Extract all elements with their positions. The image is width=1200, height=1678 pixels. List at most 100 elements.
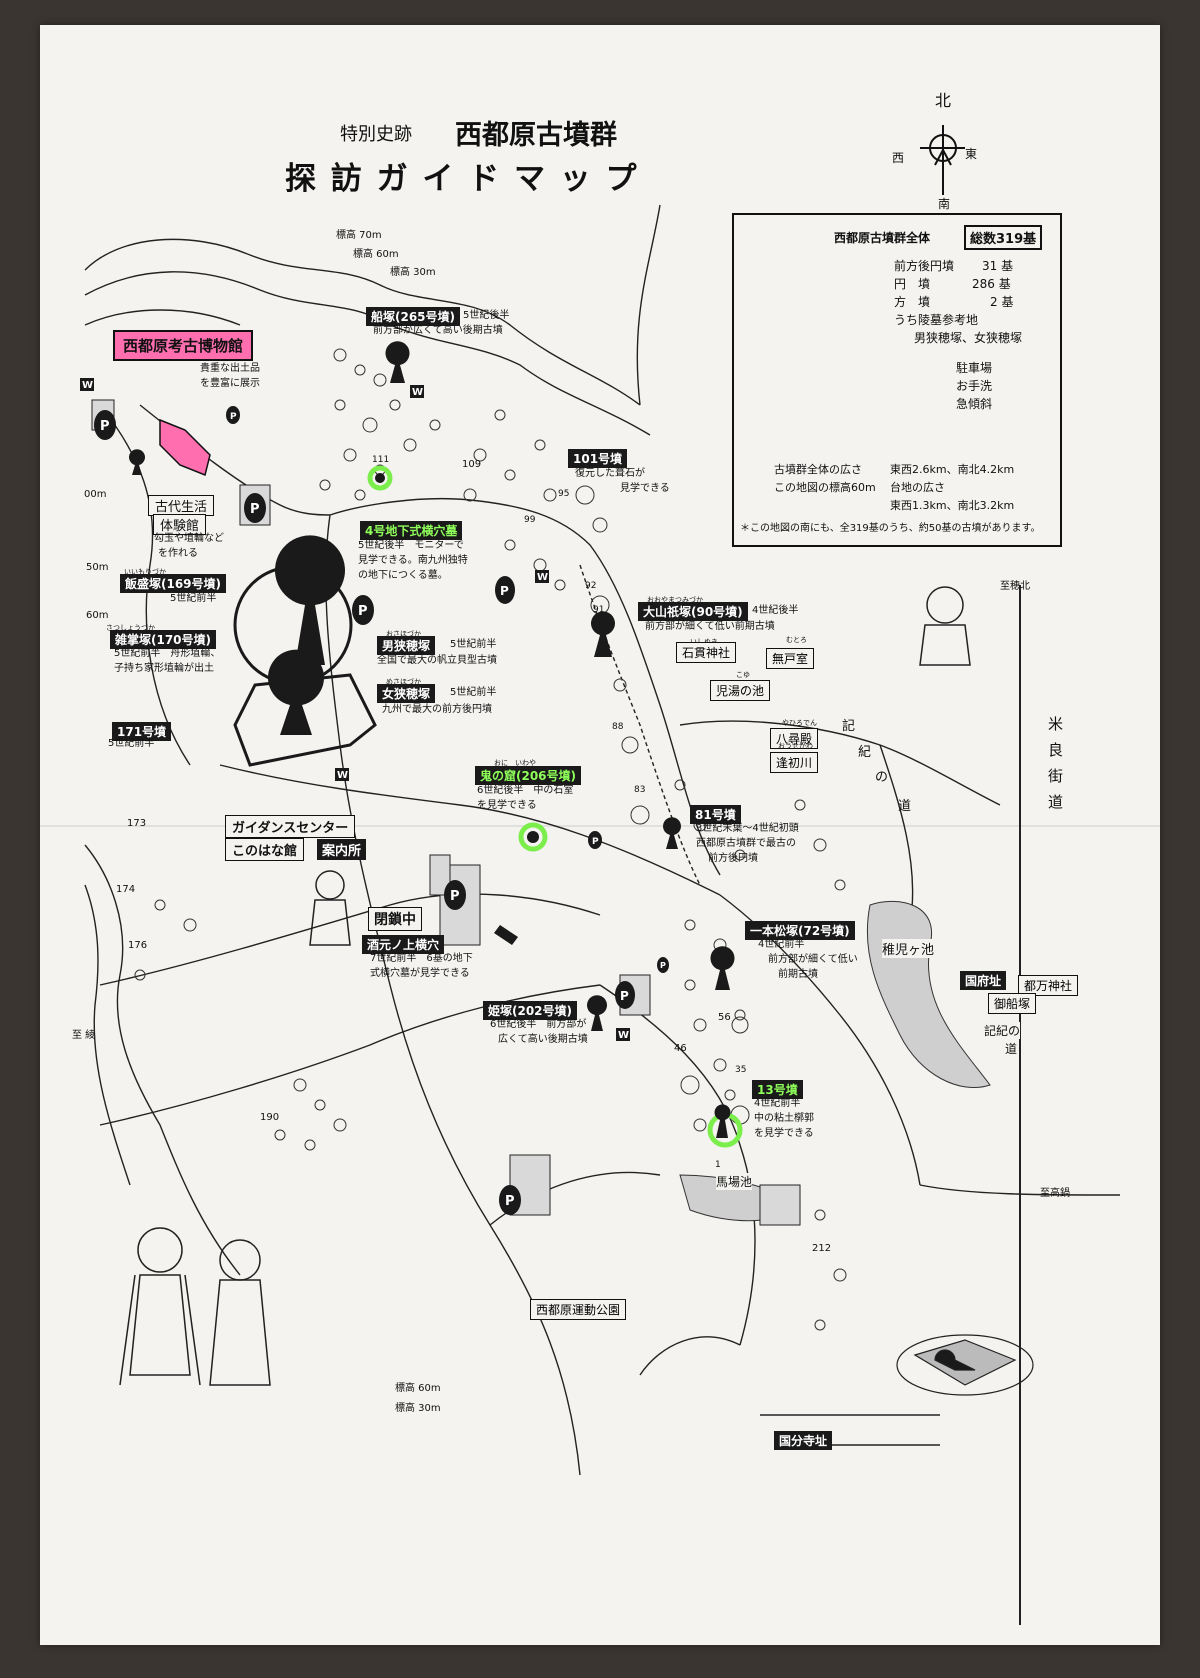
sesaku-label[interactable]: 雑掌塚(170号墳) bbox=[110, 630, 217, 649]
legend-type-3: 方 墳 bbox=[894, 295, 931, 309]
legend-heading: 西都原古墳群全体 bbox=[834, 231, 931, 245]
yahirodono[interactable]: 八尋殿 bbox=[770, 728, 819, 749]
map-sheet: P P P P P P P P P P W W W W W bbox=[40, 25, 1160, 1645]
num-1: 1 bbox=[715, 1160, 721, 1170]
babaike: 馬場池 bbox=[716, 1173, 753, 1190]
svg-text:P: P bbox=[592, 837, 599, 847]
mound-81-desc-3: 前方後円墳 bbox=[708, 853, 758, 864]
kiki-road-3: の bbox=[875, 770, 889, 785]
mutoshitsu-ruby: むとろ bbox=[786, 636, 807, 644]
num-99: 99 bbox=[524, 515, 536, 525]
num-111: 111 bbox=[372, 455, 390, 465]
chigogaike: 稚児ヶ池 bbox=[882, 939, 935, 958]
ipponmatsu-era: 4世紀前半 bbox=[758, 939, 805, 950]
sakamoto-label[interactable]: 酒元ノ上横穴 bbox=[362, 935, 445, 954]
mound-101-label[interactable]: 101号墳 bbox=[568, 449, 628, 468]
kiki-road-1: 記 bbox=[842, 719, 856, 734]
konoike[interactable]: 児湯の池 bbox=[710, 680, 771, 701]
mesaho-era: 5世紀前半 bbox=[450, 687, 497, 698]
ipponmatsu-label[interactable]: 一本松塚(72号墳) bbox=[745, 921, 855, 940]
legend-count-1: 31 基 bbox=[982, 259, 1014, 273]
ipponmatsu-desc-2: 前期古墳 bbox=[778, 969, 818, 980]
oninoiwaya-label[interactable]: 鬼の窟(206号墳) bbox=[475, 766, 582, 785]
kiki-road-south-1: 記紀の bbox=[984, 1022, 1021, 1039]
oyamatsumi-era: 4世紀後半 bbox=[752, 605, 799, 616]
legend-count-3: 2 基 bbox=[990, 295, 1014, 309]
museum-label[interactable]: 西都原考古博物館 bbox=[113, 330, 254, 361]
kiki-road-south-2: 道 bbox=[1005, 1040, 1018, 1057]
tomb-4-desc-3: の地下につくる墓。 bbox=[358, 570, 448, 581]
kodai-line-1[interactable]: 古代生活 bbox=[148, 495, 215, 516]
tomb-4-desc-2: 見学できる。南九州独特 bbox=[358, 555, 468, 566]
legend-ryobo-names: 男狭穂塚、女狭穂塚 bbox=[914, 331, 1023, 345]
mifunezuka[interactable]: 御船塚 bbox=[988, 993, 1037, 1014]
svg-text:P: P bbox=[620, 989, 629, 1003]
mera-road-1: 米 bbox=[1048, 715, 1064, 733]
svg-text:P: P bbox=[505, 1194, 515, 1209]
himezuka-label[interactable]: 姫塚(202号墳) bbox=[483, 1001, 578, 1020]
mound-13-label[interactable]: 13号墳 bbox=[752, 1080, 803, 1099]
museum-desc-2: を豊富に展示 bbox=[200, 378, 260, 389]
mound-81-label[interactable]: 81号墳 bbox=[690, 805, 741, 824]
map-subtitle: 探 訪 ガ イ ド マ ッ プ bbox=[285, 161, 639, 197]
legend-elev-sub: 台地の広さ bbox=[890, 481, 945, 494]
map-title: 西都原古墳群 bbox=[455, 120, 617, 151]
num-95: 95 bbox=[558, 489, 570, 499]
legend-type-2: 円 墳 bbox=[894, 277, 931, 291]
undo-koen[interactable]: 西都原運動公園 bbox=[530, 1299, 627, 1320]
yahirodono-ruby: やひろでん bbox=[782, 719, 817, 727]
elev-60: 標高 60m bbox=[353, 249, 399, 260]
mound-13-desc-1: 4世紀前半 bbox=[754, 1098, 801, 1109]
paper-fold bbox=[40, 825, 1160, 827]
mesaho-label[interactable]: 女狭穂塚 bbox=[377, 684, 436, 703]
left-edge-b: 50m bbox=[86, 562, 109, 573]
kodai-line-2[interactable]: 体験館 bbox=[153, 514, 207, 535]
svg-text:W: W bbox=[618, 1030, 629, 1041]
num-212: 212 bbox=[812, 1243, 832, 1254]
num-35: 35 bbox=[735, 1065, 747, 1075]
kokufu-site[interactable]: 国府址 bbox=[960, 971, 1007, 990]
mesaho-desc: 九州で最大の前方後円墳 bbox=[382, 704, 492, 715]
guidance-line-1[interactable]: ガイダンスセンター bbox=[225, 815, 356, 838]
guidance-info-desk[interactable]: 案内所 bbox=[317, 839, 367, 860]
mound-81-desc-2: 西都原古墳群で最古の bbox=[696, 838, 796, 849]
kodai-desc-2: を作れる bbox=[158, 548, 198, 559]
mera-road-2: 良 bbox=[1048, 741, 1064, 759]
oninoiwaya-ruby: おに いわや bbox=[494, 759, 536, 767]
tomb-4-desc-1: 5世紀後半 モニターで bbox=[358, 540, 464, 551]
svg-text:P: P bbox=[250, 502, 260, 517]
tomb-4-label[interactable]: 4号地下式横穴墓 bbox=[360, 521, 463, 540]
pretitle: 特別史跡 bbox=[340, 124, 412, 145]
legend-note: ＊この地図の南にも、全319基のうち、約50基の古墳があります。 bbox=[740, 523, 1041, 534]
osegawa[interactable]: 逢初川 bbox=[770, 752, 819, 773]
elev-30: 標高 30m bbox=[390, 267, 436, 278]
num-92: 92 bbox=[585, 581, 597, 591]
ishinuki-shrine[interactable]: 石貫神社 bbox=[676, 642, 737, 663]
legend-elev-value: 東西1.3km、南北3.2km bbox=[890, 499, 1015, 512]
funazuka-label[interactable]: 船塚(265号墳) bbox=[366, 307, 461, 326]
osegawa-ruby: おうせがわ bbox=[778, 742, 813, 750]
oyamatsumi-label[interactable]: 大山祇塚(90号墳) bbox=[638, 602, 748, 621]
svg-text:W: W bbox=[412, 387, 423, 398]
iimorizuka-label[interactable]: 飯盛塚(169号墳) bbox=[120, 574, 227, 593]
sesaku-ruby: さつしょうづか bbox=[106, 624, 155, 632]
to-aya: 至 綾 bbox=[72, 1030, 96, 1041]
funazuka-era: 5世紀後半 bbox=[463, 310, 510, 321]
mound-81-desc-1: 3世紀末葉～4世紀初頭 bbox=[696, 823, 799, 834]
tsuma-shrine[interactable]: 都万神社 bbox=[1018, 975, 1079, 996]
svg-text:W: W bbox=[337, 770, 348, 781]
osaho-label[interactable]: 男狭穂塚 bbox=[377, 636, 436, 655]
compass-south: 南 bbox=[938, 197, 951, 211]
svg-text:W: W bbox=[82, 380, 93, 391]
kokubunji-site[interactable]: 国分寺址 bbox=[774, 1431, 833, 1450]
legend-count-2: 286 基 bbox=[972, 277, 1011, 291]
mutoshitsu[interactable]: 無戸室 bbox=[766, 648, 815, 669]
svg-text:P: P bbox=[100, 419, 110, 434]
himezuka-desc-1: 6世紀後半 前方部が bbox=[490, 1019, 587, 1030]
kiki-road-2: 紀 bbox=[858, 745, 872, 760]
guidance-line-2[interactable]: このはな館 bbox=[225, 838, 305, 861]
mound-171-label[interactable]: 171号墳 bbox=[112, 722, 172, 741]
legend-total-badge: 総数319基 bbox=[964, 225, 1043, 250]
compass-north: 北 bbox=[935, 91, 952, 110]
num-56: 56 bbox=[718, 1012, 731, 1023]
